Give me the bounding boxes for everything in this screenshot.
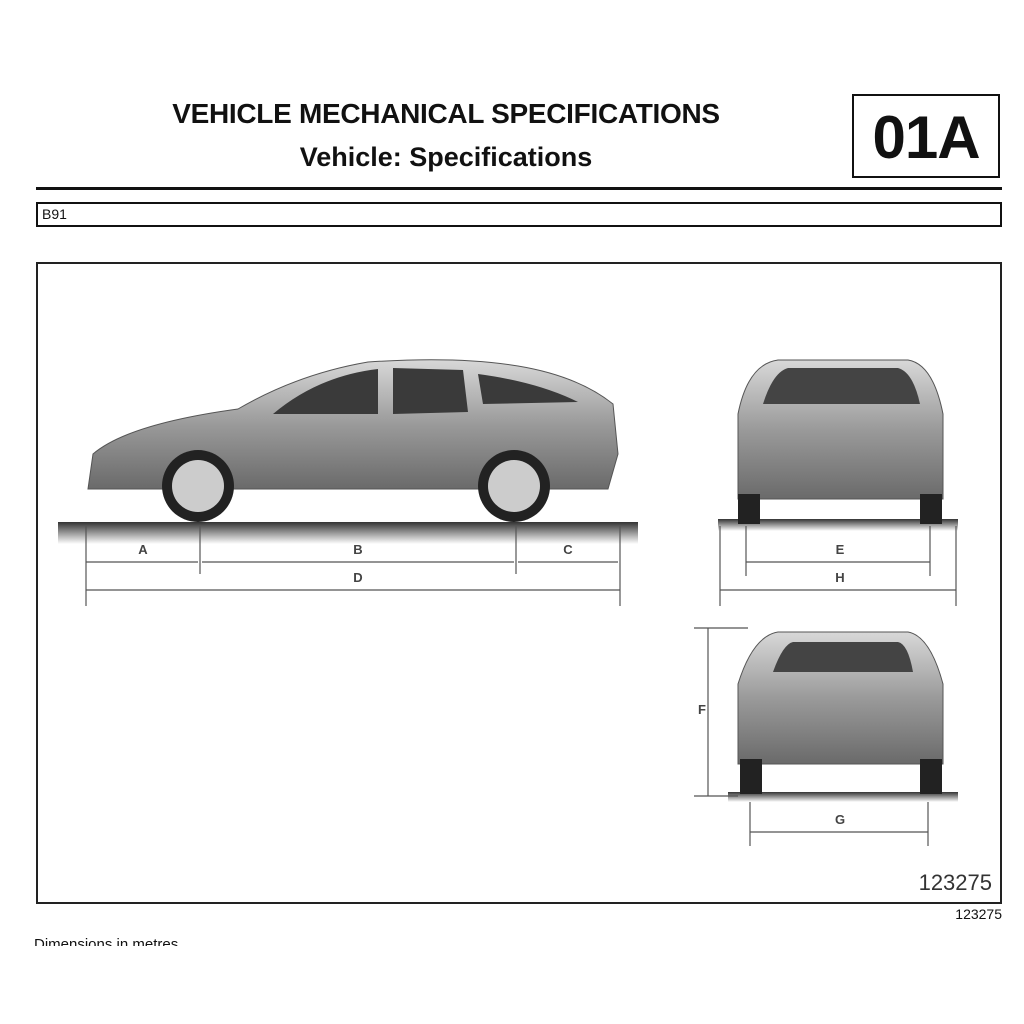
dim-label-b: B: [353, 542, 362, 557]
side-view-car: [58, 359, 638, 544]
dim-label-h: H: [835, 570, 844, 585]
dim-label-f: F: [698, 702, 706, 717]
dim-label-a: A: [138, 542, 148, 557]
dim-label-e: E: [836, 542, 845, 557]
rear-view-car: [728, 631, 958, 802]
header-divider: [36, 187, 1002, 190]
page-title: VEHICLE MECHANICAL SPECIFICATIONS: [172, 98, 720, 129]
front-view-car: [718, 359, 958, 531]
dim-label-d: D: [353, 570, 362, 585]
vehicle-diagram: A B C D E H F G: [58, 359, 958, 846]
dim-label-c: C: [563, 542, 573, 557]
figure-caption: 123275: [955, 906, 1002, 922]
dim-label-g: G: [835, 812, 845, 827]
vehicle-dimensions-figure: A B C D E H F G 123275: [36, 262, 1002, 904]
page-subtitle: Vehicle: Specifications: [299, 142, 593, 172]
dimension-lines: [85, 526, 957, 846]
figure-image-number: 123275: [918, 870, 992, 895]
section-code-box: 01A: [852, 94, 1000, 178]
vehicle-code-bar: B91: [36, 202, 1002, 227]
dimensions-note: Dimensions in metres: [34, 936, 179, 946]
